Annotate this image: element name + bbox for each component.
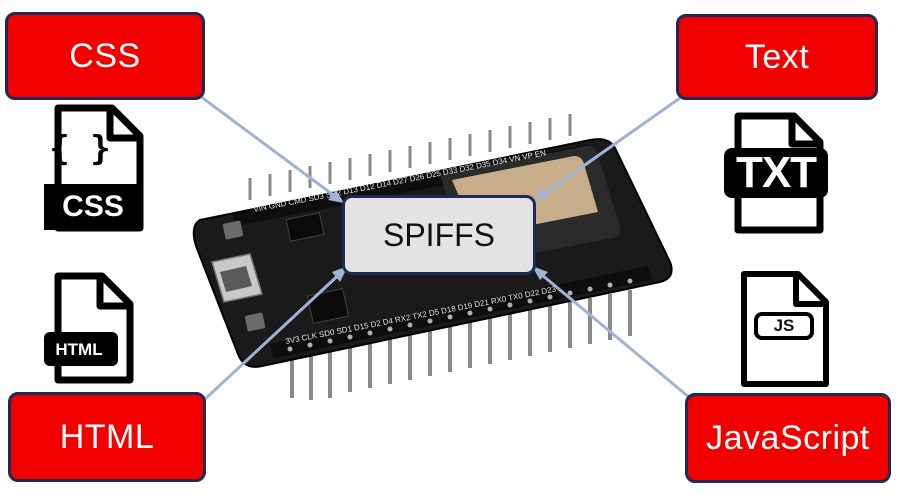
html-label: HTML xyxy=(59,417,155,456)
css-file-icon: { } CSS xyxy=(40,104,146,232)
js-icon-text: JS xyxy=(773,316,795,335)
boot-button xyxy=(244,312,266,332)
javascript-label-box: JavaScript xyxy=(685,393,891,483)
txt-icon-text: TXT xyxy=(735,148,817,197)
header-pin-dots xyxy=(287,278,633,352)
regulator-chip xyxy=(285,212,325,242)
svg-text:{ }: { } xyxy=(49,129,110,169)
spiffs-label: SPIFFS xyxy=(382,216,495,253)
en-button xyxy=(222,220,244,240)
usb-uart-chip xyxy=(306,287,350,325)
text-label-box: Text xyxy=(676,14,878,100)
bottom-pin-row xyxy=(290,290,632,400)
css-label-box: CSS xyxy=(5,12,205,100)
html-icon-text: HTML xyxy=(55,340,103,359)
html-file-icon: HTML xyxy=(40,272,135,384)
css-label: CSS xyxy=(69,36,141,75)
css-icon-text: CSS xyxy=(62,190,124,223)
bottom-header xyxy=(270,266,652,358)
text-label: Text xyxy=(744,37,810,76)
js-file-icon: JS xyxy=(738,270,830,388)
arrow-javascript xyxy=(535,268,691,400)
html-label-box: HTML xyxy=(8,392,206,482)
top-pin-row xyxy=(248,114,572,200)
javascript-label: JavaScript xyxy=(706,418,870,457)
arrowhead-text xyxy=(534,188,550,201)
txt-file-icon: TXT xyxy=(720,112,832,234)
arrow-css xyxy=(199,94,341,202)
arrow-html xyxy=(202,268,346,402)
arrow-text xyxy=(537,96,681,200)
arrowhead-css xyxy=(328,190,344,203)
spiffs-box: SPIFFS xyxy=(342,195,536,275)
arrowhead-javascript xyxy=(532,266,548,280)
arrows xyxy=(199,94,691,402)
usb-port xyxy=(220,266,252,292)
